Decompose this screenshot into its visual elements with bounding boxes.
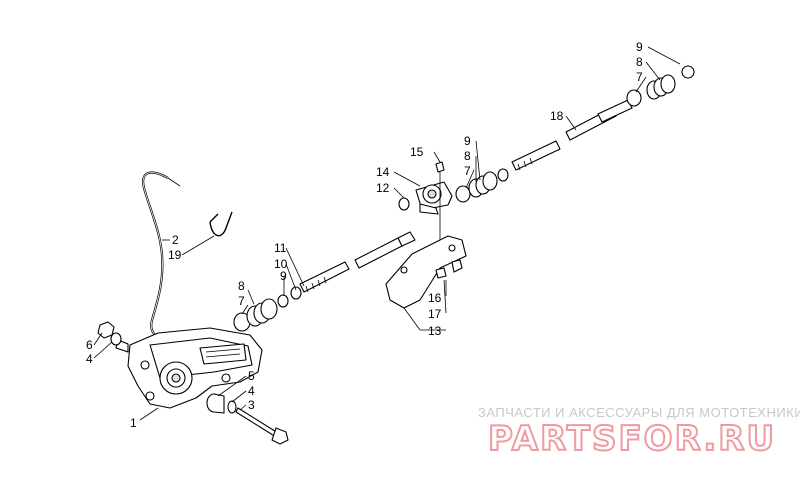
- callout-1: 1: [130, 416, 137, 430]
- bolt-15: [435, 161, 445, 173]
- callout-9-upper: 9: [636, 40, 643, 54]
- callout-8-middle: 8: [464, 149, 471, 163]
- callout-13: 13: [428, 324, 442, 338]
- callout-4-bottom: 4: [248, 384, 255, 398]
- hose-clamp: [209, 211, 233, 237]
- watermark-subtitle: ЗАПЧАСТИ И АКСЕССУАРЫ ДЛЯ МОТОТЕХНИКИ: [478, 405, 800, 420]
- callout-7-upper: 7: [636, 70, 643, 84]
- leader-lines: [93, 46, 681, 421]
- callout-12: 12: [376, 181, 390, 195]
- callout-4-left: 4: [86, 352, 93, 366]
- front-drive-shaft-left: [299, 231, 416, 293]
- callout-18: 18: [550, 109, 564, 123]
- callout-19: 19: [168, 248, 182, 262]
- front-differential: [115, 327, 263, 409]
- breather-hose-inner: [142, 172, 169, 337]
- callout-15: 15: [410, 145, 424, 159]
- watermark-logo: PARTSFOR.RU: [488, 419, 776, 459]
- callout-11: 11: [274, 241, 287, 255]
- bearing-carrier: [398, 181, 453, 215]
- callout-9-middle: 9: [464, 134, 471, 148]
- callout-2: 2: [172, 233, 179, 247]
- callout-3: 3: [248, 398, 255, 412]
- support-bracket: [385, 235, 467, 309]
- callout-10: 10: [274, 257, 288, 271]
- callout-17: 17: [428, 307, 442, 321]
- callout-9-left: 9: [280, 269, 287, 283]
- callout-8-upper: 8: [636, 55, 643, 69]
- mount-bolt-assembly: [206, 393, 289, 445]
- upper-boot-assembly: [626, 65, 695, 107]
- callout-5: 5: [248, 369, 255, 383]
- callout-7-middle: 7: [464, 164, 471, 178]
- left-boot-assembly: [233, 286, 302, 332]
- nut-washer-left: [97, 321, 122, 346]
- middle-boot-assembly: [455, 168, 509, 203]
- hose-end-hook: [167, 177, 181, 187]
- callout-16: 16: [428, 291, 442, 305]
- rear-drive-shaft: [511, 99, 633, 171]
- callout-14: 14: [376, 165, 390, 179]
- callout-7-left: 7: [238, 294, 245, 308]
- callout-6: 6: [86, 338, 93, 352]
- callout-8-left: 8: [238, 279, 245, 293]
